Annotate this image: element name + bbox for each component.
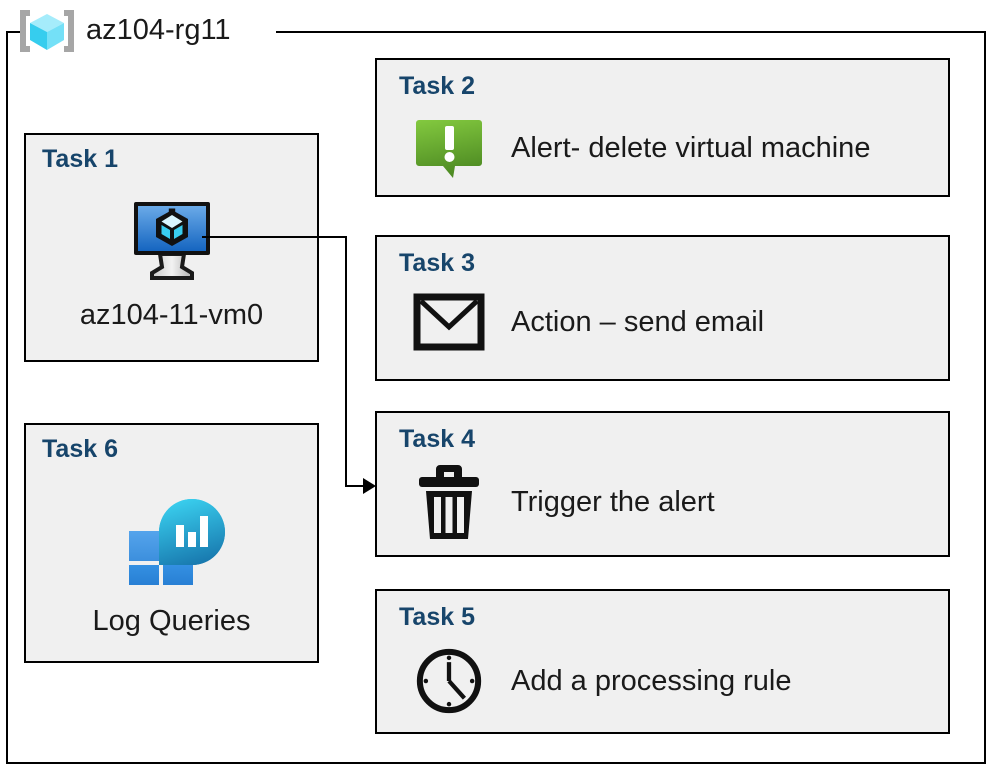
task-2-text: Alert- delete virtual machine <box>511 131 871 164</box>
virtual-machine-icon <box>26 197 317 283</box>
log-analytics-icon <box>26 485 317 585</box>
connector-segment-horizontal-bottom <box>345 485 367 487</box>
connector-arrowhead-icon <box>363 478 376 494</box>
resource-group-cube-icon <box>16 7 78 55</box>
task-1-caption: az104-11-vm0 <box>79 299 264 331</box>
task-4-text: Trigger the alert <box>511 485 715 518</box>
task-6-label: Task 6 <box>42 435 118 463</box>
task-4-box[interactable]: Task 4 Trigger the alert <box>375 411 950 557</box>
task-2-box[interactable]: Task 2 Alert- delete virtual machine <box>375 58 950 197</box>
task-1-box[interactable]: Task 1 <box>24 133 319 362</box>
resource-group-border-top-left <box>6 31 20 33</box>
envelope-icon <box>413 293 485 351</box>
task-4-label: Task 4 <box>399 425 475 453</box>
task-3-box[interactable]: Task 3 Action – send email <box>375 235 950 381</box>
task-3-label: Task 3 <box>399 249 475 277</box>
task-5-label: Task 5 <box>399 603 475 631</box>
resource-group-border-left <box>6 31 8 764</box>
task-6-box[interactable]: Task 6 <box>24 423 319 663</box>
resource-group-header: az104-rg11 <box>16 4 231 58</box>
resource-group-border-right <box>984 31 986 764</box>
task-6-caption: Log Queries <box>92 605 251 637</box>
task-5-box[interactable]: Task 5 Add a processing rule <box>375 589 950 734</box>
alert-exclamation-bubble-icon <box>413 112 485 184</box>
task-1-label: Task 1 <box>42 145 118 173</box>
clock-icon <box>413 639 485 723</box>
task-2-label: Task 2 <box>399 72 475 100</box>
trash-can-icon <box>413 461 485 543</box>
connector-segment-horizontal-top <box>202 236 347 238</box>
resource-group-title: az104-rg11 <box>86 13 231 46</box>
task-5-text: Add a processing rule <box>511 664 792 697</box>
resource-group-border-bottom <box>6 762 986 764</box>
resource-group-border-top-right <box>276 31 986 33</box>
task-3-text: Action – send email <box>511 305 765 338</box>
connector-segment-vertical <box>345 236 347 487</box>
